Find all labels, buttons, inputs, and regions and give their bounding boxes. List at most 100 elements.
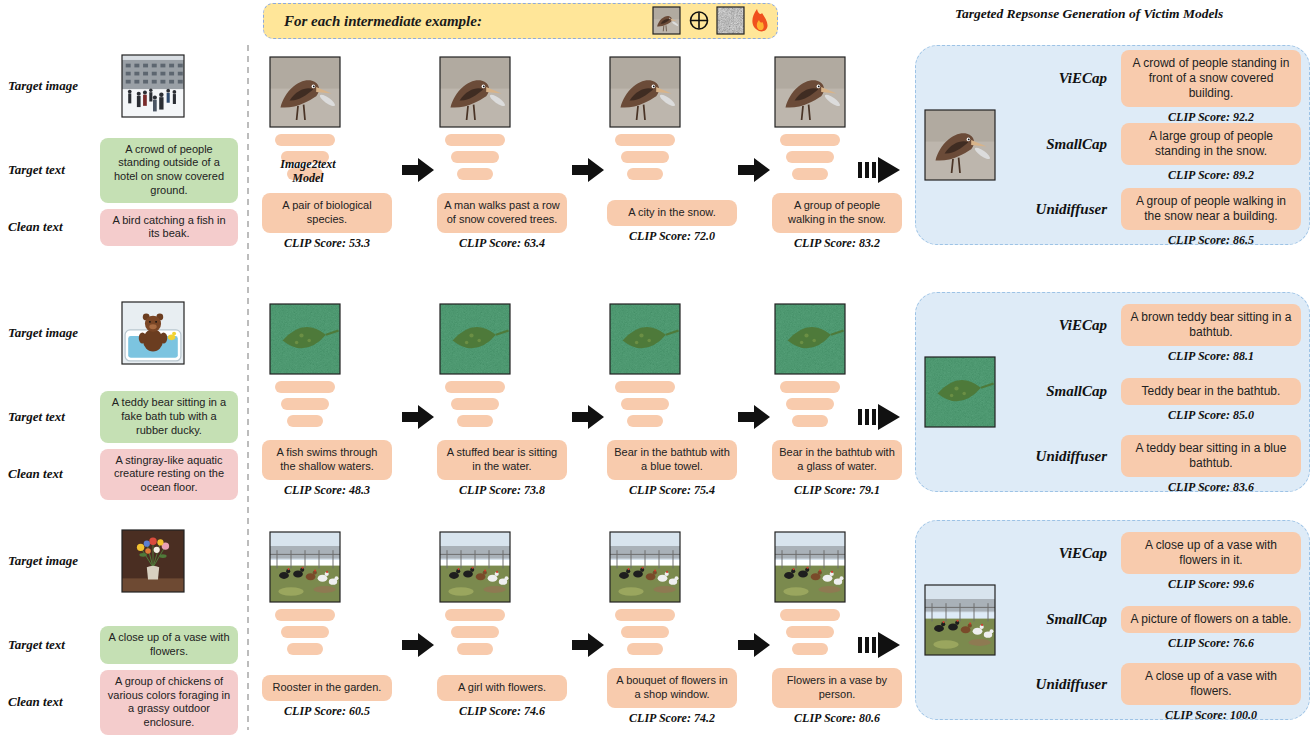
step-arrow [738,405,770,429]
clip-score: CLIP Score: 99.6 [1109,577,1313,592]
clip-score: CLIP Score: 88.1 [1109,349,1313,364]
picture-frame [122,302,184,364]
caption-box: Flowers in a vase by person.CLIP Score: … [772,668,902,708]
picture-frame [610,57,680,127]
adversarial-image [925,357,995,427]
picture-frame [122,55,184,117]
step-arrow [402,633,434,657]
model-layer [780,609,840,621]
picture-frame [610,532,680,602]
caption-text: A city in the snow. [613,206,731,220]
picture [925,357,995,427]
model-layer [275,381,335,393]
model-layer [621,398,669,410]
result-arrow [858,157,900,183]
target-text-box: A close up of a vase with flowers. [100,626,238,664]
picture-frame [122,530,184,592]
picture-frame [270,532,340,602]
model-layer [457,415,493,427]
target-image [122,302,184,364]
model-layer [451,398,499,410]
victim-panel: ViECap A close up of a vase with flowers … [915,520,1310,720]
model-layer [281,151,329,163]
model-layer [281,398,329,410]
picture [270,532,340,602]
caption-text: A stuffed bear is sitting in the water. [443,446,561,474]
model-layer [627,168,663,180]
model-layer [780,134,840,146]
model-layer [615,381,675,393]
caption-text: A group of people walking in the snow ne… [1127,194,1295,224]
model-name: Unidiffuser [1036,448,1107,465]
model-layer [627,415,663,427]
row-label: Target text [8,162,98,178]
result-arrow [858,404,900,430]
example-image [653,7,680,34]
clip-score: CLIP Score: 85.0 [1109,408,1313,423]
clip-score: CLIP Score: 76.6 [1109,636,1313,651]
caption-box: Bear in the bathtub with a glass of wate… [772,440,902,480]
step-arrow [572,405,604,429]
victim-caption-box: SmallCapA picture of flowers on a table.… [1121,606,1301,633]
victim-panel: ViECapA brown teddy bear sitting in a ba… [915,292,1310,492]
caption-text: A teddy bear sitting in a blue bathtub. [1127,441,1295,471]
adversarial-image [775,57,845,127]
picture [610,57,680,127]
caption-box: Rooster in the garden.CLIP Score: 60.5 [262,675,392,701]
victim-caption-box: UnidiffuserA group of people walking in … [1121,188,1301,230]
row-label: Target image [8,553,98,569]
picture-frame [270,304,340,374]
picture [775,304,845,374]
model-layer [287,415,323,427]
picture-frame [440,304,510,374]
clip-score: CLIP Score: 100.0 [1109,708,1313,723]
picture [270,304,340,374]
caption-box: A man walks past a row of snow covered t… [437,193,567,233]
caption-text: A bird catching a fish in its beak. [106,214,232,242]
caption-text: A man walks past a row of snow covered t… [443,199,561,227]
picture [122,55,184,117]
row-label: Target image [8,78,98,94]
clip-score: CLIP Score: 74.2 [595,711,749,726]
victim-caption-box: ViECapA brown teddy bear sitting in a ba… [1121,304,1301,346]
caption-text: A close up of a vase with flowers in it. [1127,538,1295,568]
clip-score: CLIP Score: 89.2 [1109,168,1313,183]
picture-frame [775,532,845,602]
clip-score: CLIP Score: 86.5 [1109,233,1313,248]
caption-text: Teddy bear in the bathtub. [1127,384,1295,399]
model-layer [615,134,675,146]
picture [610,304,680,374]
caption-box: A girl with flowers.CLIP Score: 74.6 [437,675,567,701]
clip-score: CLIP Score: 72.0 [595,229,749,244]
adversarial-image [775,304,845,374]
plus-symbol [691,12,708,29]
row-label: Clean text [8,219,98,235]
caption-text: A group of chickens of various colors fo… [106,675,232,730]
caption-text: Flowers in a vase by person. [778,674,896,702]
picture [717,7,744,34]
caption-text: A brown teddy bear sitting in a bathtub. [1127,310,1295,340]
clip-score: CLIP Score: 92.2 [1109,110,1313,125]
clip-score: CLIP Score: 80.6 [760,711,914,726]
caption-text: A bouquet of flowers in a shop window. [613,674,731,702]
adversarial-image [610,57,680,127]
model-name: Unidiffuser [1036,201,1107,218]
adversarial-image [270,57,340,127]
caption-box: A pair of biological species.CLIP Score:… [262,193,392,233]
caption-text: A large group of people standing in the … [1127,129,1295,159]
caption-box: A bouquet of flowers in a shop window.CL… [607,668,737,708]
model-layer [287,643,323,655]
model-layer [445,609,505,621]
target-image [122,530,184,592]
clip-score: CLIP Score: 75.4 [595,483,749,498]
picture-frame [653,7,680,34]
model-name: SmallCap [1046,383,1107,400]
arrow-tail [858,637,862,653]
model-name: ViECap [1059,545,1107,562]
model-layer [786,151,834,163]
picture-frame [717,7,744,34]
victim-caption-box: UnidiffuserA close up of a vase with flo… [1121,663,1301,705]
row-label: Target text [8,409,98,425]
victim-caption-box: SmallCapTeddy bear in the bathtub.CLIP S… [1121,378,1301,405]
